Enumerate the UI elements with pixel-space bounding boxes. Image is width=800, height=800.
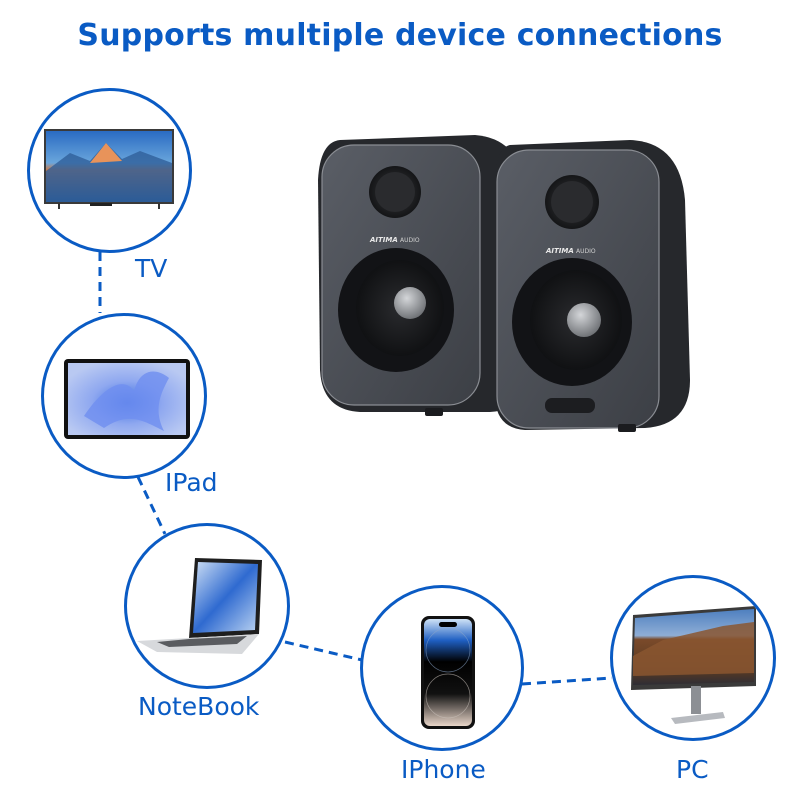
iphone-device-circle	[360, 585, 524, 751]
tv-device-circle	[27, 88, 192, 253]
connector-notebook-iphone	[284, 640, 363, 662]
tablet-icon	[64, 359, 190, 439]
brand-suffix-right: AUDIO	[576, 248, 596, 255]
notebook-label: NoteBook	[138, 692, 260, 721]
page-title: Supports multiple device connections	[77, 18, 723, 53]
ipad-device-circle	[41, 313, 207, 479]
pc-device-circle	[610, 575, 776, 741]
monitor-icon	[631, 606, 756, 724]
notebook-device-circle	[124, 523, 290, 689]
brand-suffix-left: AUDIO	[400, 237, 420, 244]
connector-ipad-notebook	[136, 476, 167, 535]
iphone-label: IPhone	[401, 755, 486, 784]
brand-label-right: AITIMA	[545, 247, 574, 255]
ipad-label: IPad	[165, 468, 218, 497]
brand-label-left: AITIMA	[369, 236, 398, 244]
laptop-icon	[137, 558, 262, 654]
speaker-icon: AITIMA AUDIO AITIMA AUDIO	[318, 135, 690, 432]
tv-label: TV	[135, 254, 168, 283]
connector-iphone-pc	[521, 676, 613, 686]
tv-icon	[44, 129, 174, 209]
pc-label: PC	[676, 755, 709, 784]
speaker-pair-image: AITIMA AUDIO AITIMA AUDIO	[300, 120, 700, 450]
phone-icon	[421, 616, 475, 729]
